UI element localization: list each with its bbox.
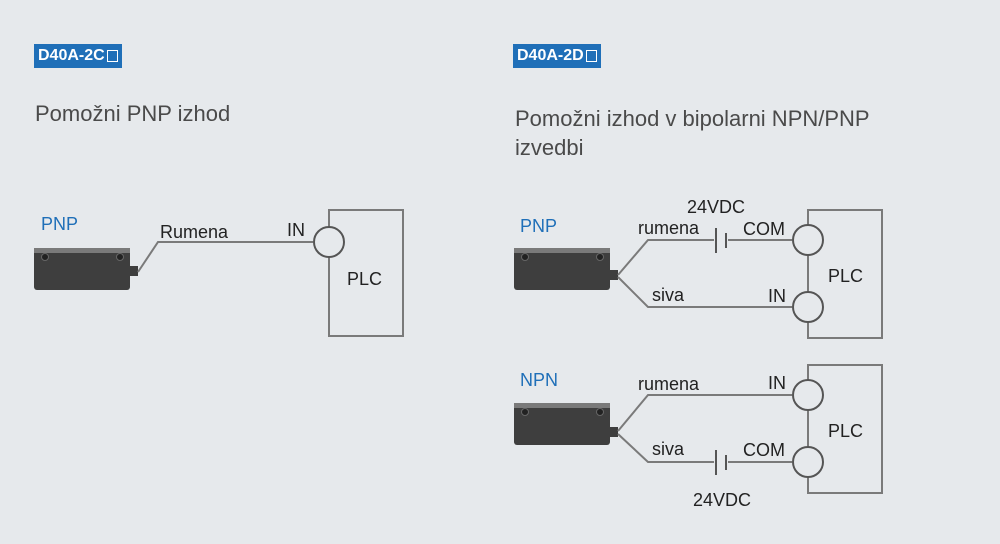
- right-npn-term2-label: COM: [743, 440, 785, 460]
- left-wire-label: Rumena: [160, 222, 229, 242]
- left-in-terminal: [313, 226, 345, 258]
- right-npn-yellow-wire: [617, 394, 792, 432]
- screw-hole-icon: [596, 253, 604, 261]
- right-pnp-yellow-wire-a: [617, 239, 714, 276]
- left-sensor: [34, 248, 138, 290]
- right-pnp-com-terminal: [792, 224, 824, 256]
- model-badge-left-text: D40A-2C: [38, 47, 105, 64]
- screw-hole-icon: [521, 408, 529, 416]
- left-yellow-wire: [137, 241, 313, 273]
- cable-gland: [130, 266, 138, 276]
- right-npn-sensor-label: NPN: [520, 370, 558, 390]
- right-pnp-sensor-label: PNP: [520, 216, 557, 236]
- right-npn-wire1-label: rumena: [638, 374, 700, 394]
- screw-hole-icon: [41, 253, 49, 261]
- sensor-top-edge: [514, 403, 610, 408]
- sensor-body: [34, 248, 130, 290]
- left-in-label: IN: [287, 220, 305, 240]
- right-pnp-plc-label: PLC: [828, 266, 863, 286]
- right-heading-line2: izvedbi: [515, 135, 584, 160]
- right-npn-diagram: NPN rumena IN siva COM 24VDC PLC: [514, 364, 883, 510]
- right-npn-wire2-label: siva: [652, 439, 685, 459]
- left-plc-box: [328, 209, 404, 337]
- screw-hole-icon: [116, 253, 124, 261]
- right-npn-plc-label: PLC: [828, 421, 863, 441]
- right-npn-plc-box: [807, 364, 883, 494]
- right-pnp-term2-label: IN: [768, 286, 786, 306]
- right-pnp-wire1-label: rumena: [638, 218, 700, 238]
- model-badge-left: D40A-2C: [34, 44, 122, 68]
- sensor-top-edge: [34, 248, 130, 253]
- left-plc-label: PLC: [347, 269, 382, 289]
- right-pnp-sensor: [514, 248, 618, 290]
- left-diagram: PNP Rumena IN PLC: [34, 209, 404, 337]
- square-placeholder-icon: [106, 50, 118, 62]
- right-npn-voltage-label: 24VDC: [693, 490, 751, 510]
- right-pnp-in-terminal: [792, 291, 824, 323]
- right-pnp-voltage-label: 24VDC: [687, 197, 745, 217]
- left-sensor-label: PNP: [41, 214, 78, 234]
- right-npn-sensor: [514, 403, 618, 445]
- right-pnp-term1-label: COM: [743, 219, 785, 239]
- right-npn-in-terminal: [792, 379, 824, 411]
- model-badge-right: D40A-2D: [513, 44, 601, 68]
- model-badge-right-text: D40A-2D: [517, 47, 584, 64]
- square-placeholder-icon: [585, 50, 597, 62]
- left-heading: Pomožni PNP izhod: [35, 101, 231, 126]
- cable-gland: [610, 270, 618, 280]
- right-pnp-diagram: PNP 24VDC rumena COM siva IN PLC: [514, 197, 883, 339]
- right-npn-grey-wire-a: [617, 433, 714, 463]
- sensor-body: [514, 248, 610, 290]
- right-pnp-grey-wire: [617, 276, 792, 308]
- screw-hole-icon: [596, 408, 604, 416]
- right-pnp-plc-box: [807, 209, 883, 339]
- right-pnp-wire2-label: siva: [652, 285, 685, 305]
- cable-gland: [610, 427, 618, 437]
- sensor-top-edge: [514, 248, 610, 253]
- right-npn-term1-label: IN: [768, 373, 786, 393]
- sensor-body: [514, 403, 610, 445]
- right-heading-line1: Pomožni izhod v bipolarni NPN/PNP: [515, 106, 870, 131]
- screw-hole-icon: [521, 253, 529, 261]
- right-npn-com-terminal: [792, 446, 824, 478]
